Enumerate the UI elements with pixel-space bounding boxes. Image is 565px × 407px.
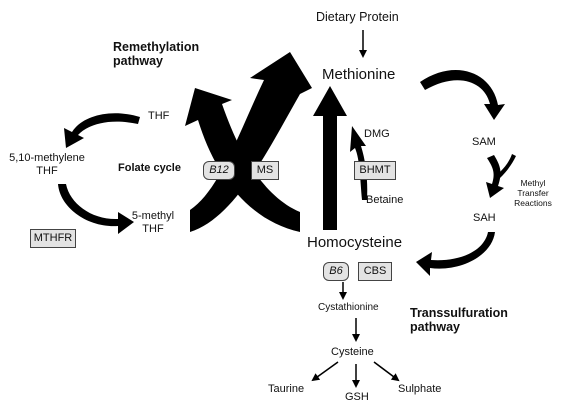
sah-to-homocysteine-arrow bbox=[416, 232, 495, 276]
taurine-label: Taurine bbox=[268, 383, 305, 395]
b6-cofactor-box: B6 bbox=[323, 262, 349, 281]
homocysteine-label: Homocysteine bbox=[307, 234, 403, 251]
remethylation-title-line2: pathway bbox=[113, 54, 164, 69]
thf-to-methylene-arrow bbox=[64, 113, 140, 148]
methylene-thf-label: 5,10-methylene THF bbox=[8, 152, 86, 177]
methyl-thf-line1: 5-methyl bbox=[131, 210, 175, 222]
folate-swoosh-arrow bbox=[185, 88, 300, 232]
remethylation-swoosh-arrow bbox=[190, 52, 312, 232]
betaine-label: Betaine bbox=[366, 194, 404, 206]
methyl-transfer-line3: Reactions bbox=[514, 198, 552, 209]
transsulfuration-title-line1: Transsulfuration bbox=[410, 306, 508, 320]
ms-enzyme-box: MS bbox=[251, 161, 279, 180]
cbs-enzyme-box: CBS bbox=[358, 262, 392, 281]
methyl-transfer-line1: Methyl bbox=[520, 178, 546, 188]
cysteine-label: Cysteine bbox=[331, 346, 374, 358]
methyl-transfer-line2: Transfer bbox=[517, 188, 549, 199]
gsh-label: GSH bbox=[345, 391, 369, 403]
transsulfuration-pathway-title: Transsulfuration pathway bbox=[410, 306, 508, 335]
methyl-thf-label: 5-methyl THF bbox=[130, 210, 176, 235]
methyl-transfer-branch bbox=[500, 154, 516, 178]
dmg-label: DMG bbox=[364, 128, 390, 140]
cysteine-to-sulphate-arrow bbox=[373, 361, 400, 382]
methyl-thf-line2: THF bbox=[142, 222, 164, 235]
remethylation-title-line1: Remethylation bbox=[113, 40, 200, 54]
methylene-to-methyl-arrow bbox=[58, 184, 134, 234]
cystathionine-label: Cystathionine bbox=[318, 302, 379, 313]
sulphate-label: Sulphate bbox=[398, 383, 442, 395]
methionine-label: Methionine bbox=[322, 66, 396, 83]
methionine-to-sam-arrow bbox=[420, 69, 505, 120]
methylene-thf-line2: THF bbox=[36, 164, 58, 177]
thf-label: THF bbox=[148, 110, 170, 122]
sah-label: SAH bbox=[473, 212, 496, 224]
bhmt-enzyme-box: BHMT bbox=[354, 161, 396, 180]
sam-to-sah-arrow bbox=[486, 155, 504, 198]
mthfr-enzyme-box: MTHFR bbox=[30, 229, 76, 248]
sam-label: SAM bbox=[472, 136, 496, 148]
b12-cofactor-box: B12 bbox=[203, 161, 235, 180]
dietary-protein-label: Dietary Protein bbox=[316, 10, 399, 24]
betaine-dmg-arrow bbox=[350, 126, 368, 200]
remethylation-pathway-title: Remethylation pathway bbox=[113, 40, 199, 69]
transsulfuration-title-line2: pathway bbox=[410, 320, 461, 335]
cysteine-to-taurine-arrow bbox=[311, 361, 339, 382]
methyl-transfer-label: Methyl Transfer Reactions bbox=[508, 178, 558, 209]
homocysteine-to-methionine-arrow bbox=[313, 86, 347, 230]
methylene-thf-line1: 5,10-methylene bbox=[9, 152, 85, 164]
folate-cycle-label: Folate cycle bbox=[118, 162, 181, 174]
